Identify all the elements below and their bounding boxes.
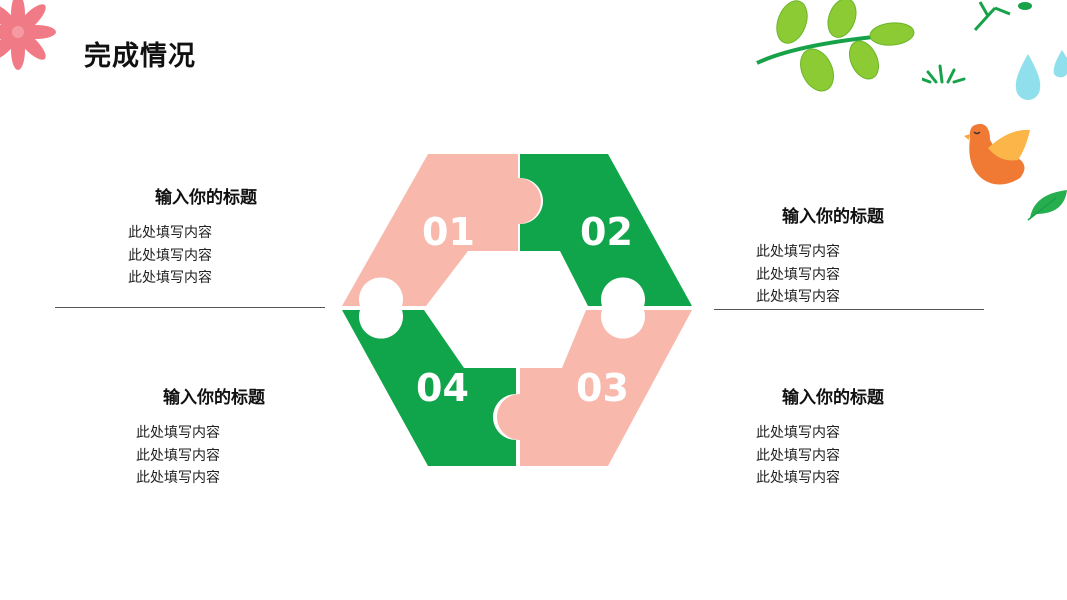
piece-number-04: 04 (416, 366, 469, 410)
divider-left (55, 307, 325, 308)
leaf-branch-icon (756, 0, 915, 92)
block-heading: 输入你的标题 (155, 188, 257, 208)
divider-right (714, 309, 984, 310)
piece-number-02: 02 (580, 210, 633, 254)
page-title: 完成情况 (84, 41, 196, 72)
flower-icon (0, 0, 56, 70)
water-drop-icon (1015, 50, 1067, 100)
twig-icon (973, 1, 1032, 32)
info-block-3: 输入你的标题 此处填写内容 此处填写内容 此处填写内容 (733, 383, 933, 490)
piece-number-01: 01 (422, 210, 475, 254)
block-line: 此处填写内容 (128, 225, 212, 241)
piece-number-03: 03 (576, 366, 629, 410)
block-heading: 输入你的标题 (782, 207, 884, 227)
block-line: 此处填写内容 (756, 244, 840, 260)
block-line: 此处填写内容 (136, 470, 220, 486)
info-block-1: 输入你的标题 此处填写内容 此处填写内容 此处填写内容 (106, 183, 306, 290)
block-line: 此处填写内容 (756, 447, 840, 464)
puzzle-hexagon: 01 02 03 04 (340, 148, 700, 473)
block-line: 此处填写内容 (128, 270, 212, 286)
info-block-4: 输入你的标题 此处填写内容 此处填写内容 此处填写内容 (114, 383, 314, 490)
bird-icon (964, 123, 1030, 185)
block-heading: 输入你的标题 (782, 388, 884, 408)
puzzle-shape (342, 154, 692, 466)
block-line: 此处填写内容 (136, 425, 220, 441)
info-block-2: 输入你的标题 此处填写内容 此处填写内容 此处填写内容 (733, 202, 933, 309)
block-heading: 输入你的标题 (163, 388, 265, 408)
block-line: 此处填写内容 (756, 425, 840, 441)
block-line: 此处填写内容 (136, 447, 220, 464)
leaf-icon (1027, 190, 1067, 221)
block-line: 此处填写内容 (128, 247, 212, 264)
block-line: 此处填写内容 (756, 470, 840, 486)
grass-icon (922, 64, 966, 84)
block-line: 此处填写内容 (756, 289, 840, 305)
block-line: 此处填写内容 (756, 266, 840, 283)
